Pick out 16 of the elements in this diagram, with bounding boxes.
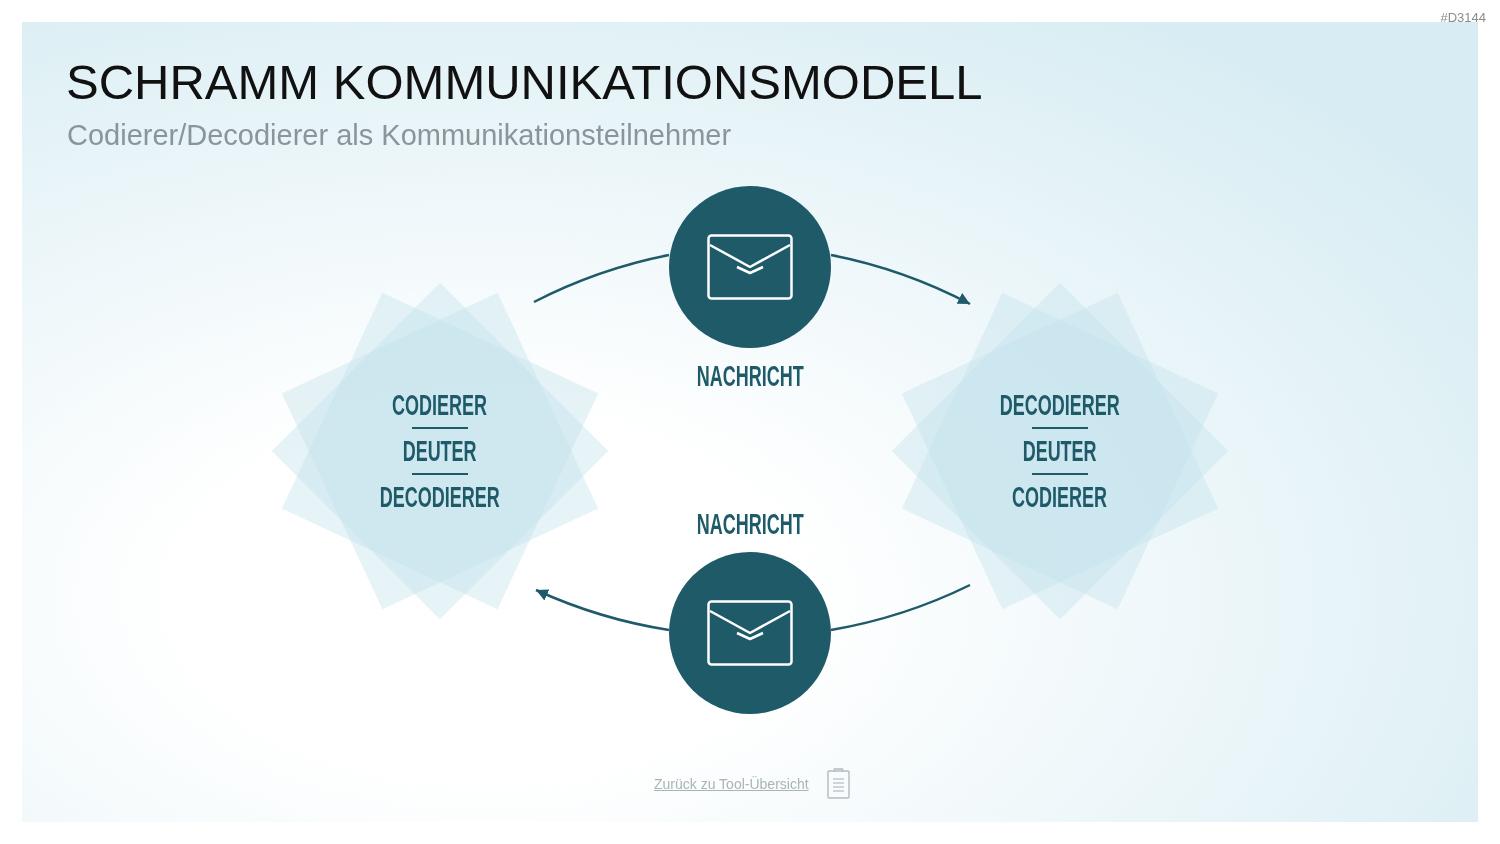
node-label: NACHRICHT	[696, 509, 804, 539]
node-label: DEUTER	[1023, 436, 1097, 466]
node-label: CODIERER	[1012, 482, 1108, 512]
curved-arrow	[830, 253, 971, 306]
curved-line	[830, 583, 971, 632]
curved-arrow	[535, 588, 670, 632]
node-label: NACHRICHT	[696, 361, 804, 391]
node-label: DEUTER	[403, 436, 477, 466]
subtitle: Codierer/Decodierer als Kommunikationsteilnehmer	[67, 121, 732, 150]
node-label: DECODIERER	[1000, 390, 1120, 420]
back-link: Zurück zu Tool-Übersicht	[654, 776, 809, 791]
curved-line	[533, 253, 670, 304]
node-label: DECODIERER	[380, 482, 500, 512]
node-label: CODIERER	[392, 390, 488, 420]
slide-title: SCHRAMM KOMMUNIKATIONSMODELL	[66, 58, 983, 107]
slide-id: #D3144	[1440, 11, 1486, 24]
